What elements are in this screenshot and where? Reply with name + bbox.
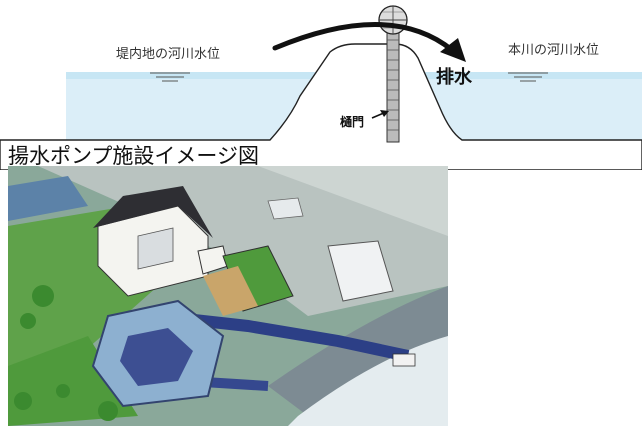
gate-label: 樋門 <box>340 114 364 129</box>
building-window <box>137 227 174 270</box>
pump-facility-illustration <box>8 166 448 426</box>
drain-arrow <box>272 22 455 53</box>
building-roof <box>93 186 213 238</box>
inner-water-surface <box>66 72 316 79</box>
rooftop-panel <box>267 197 304 220</box>
gate-pointer-arrowhead <box>380 110 389 117</box>
river-water <box>425 72 642 142</box>
gravel-area <box>203 266 258 316</box>
vehicle <box>392 353 416 367</box>
inner-water-level-mark <box>150 72 190 82</box>
river-water-level-mark <box>508 72 548 82</box>
river-water-label: 本川の河川水位 <box>508 43 599 58</box>
drain-arrowhead <box>440 38 466 62</box>
channel-water-top <box>8 176 88 221</box>
cross-section-diagram: 堤内地の河川水位 本川の河川水位 排水 樋門 <box>0 5 642 170</box>
pumps <box>120 328 193 386</box>
illustration-title: 揚水ポンプ施設イメージ図 <box>8 144 259 168</box>
drain-label: 排水 <box>436 66 473 88</box>
trees <box>14 285 118 421</box>
river-water-surface <box>425 72 642 79</box>
inner-water-label: 堤内地の河川水位 <box>116 46 220 62</box>
water-tank <box>327 240 394 302</box>
plaza-top <box>258 166 448 236</box>
